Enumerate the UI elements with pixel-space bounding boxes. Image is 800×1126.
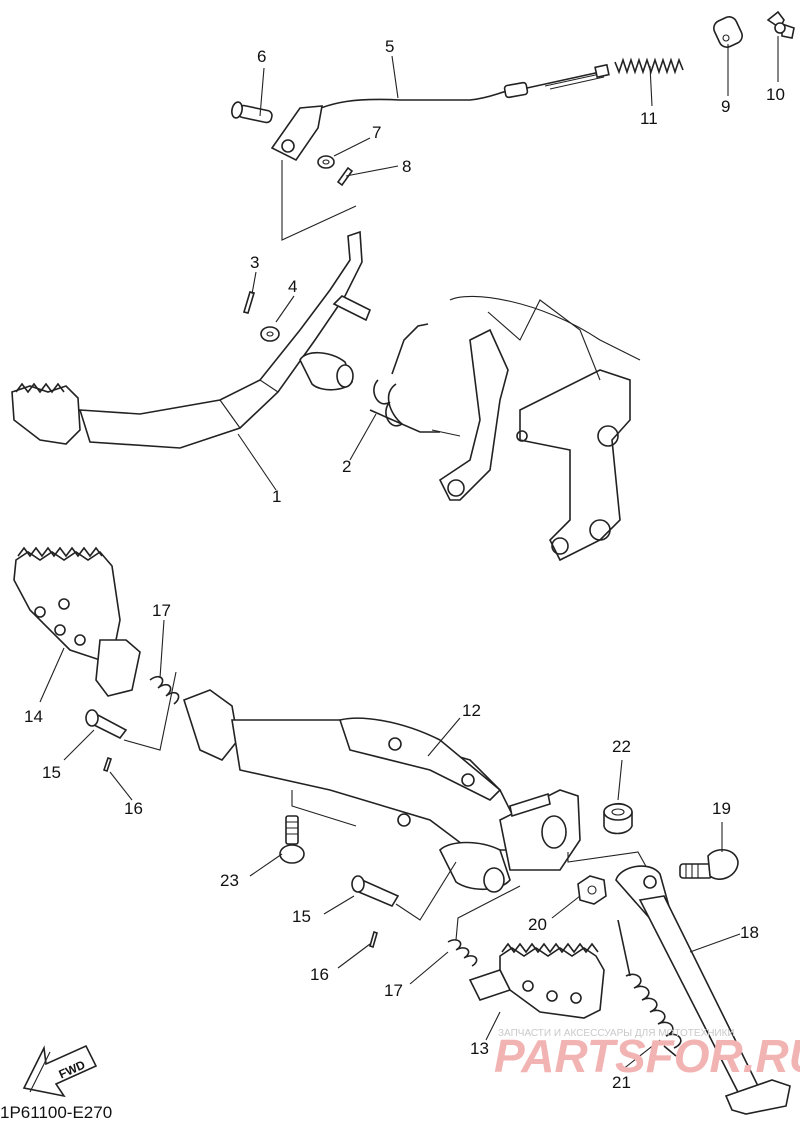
- pedal-washer: [260, 326, 280, 342]
- callout-23: 23: [220, 871, 239, 890]
- footrest-pin-left: [85, 709, 128, 740]
- callout-numbers: 6 5 7 8 9 10 11 3 4 2 1 17 14 15 16 12 2…: [24, 37, 785, 1092]
- watermark-tagline: ЗАПЧАСТИ И АКСЕССУАРЫ ДЛЯ МОТОТЕХНИКИ: [498, 1028, 735, 1039]
- callout-17-left: 17: [152, 601, 171, 620]
- callout-15-left: 15: [42, 763, 61, 782]
- callout-3: 3: [250, 253, 259, 272]
- callout-13: 13: [470, 1039, 489, 1058]
- cotter-pin-small: [242, 291, 256, 314]
- callout-14: 14: [24, 707, 43, 726]
- drawing-code: 1P61100-E270: [0, 1103, 112, 1121]
- fwd-arrow: FWD: [22, 1044, 98, 1098]
- footrest-cotter-right: [369, 930, 378, 949]
- callout-2: 2: [342, 457, 351, 476]
- footrest-spring-right: [447, 939, 478, 967]
- footrest-cotter-left: [102, 756, 113, 773]
- assembly-guide: [281, 160, 357, 241]
- sidestand-bolt: [679, 849, 739, 880]
- cotter-pin: [336, 166, 354, 187]
- callout-5: 5: [385, 37, 394, 56]
- adjusting-pin: [713, 16, 743, 48]
- leader-lines: [39, 36, 779, 1071]
- assembly-guide: [455, 885, 521, 941]
- wing-nut: [766, 10, 795, 39]
- footrest-right: [468, 942, 605, 1019]
- footrest-pin-right: [351, 875, 400, 908]
- callout-1: 1: [272, 487, 281, 506]
- watermark: ЗАПЧАСТИ И АКСЕССУАРЫ ДЛЯ МОТОТЕХНИКИ PA…: [494, 1028, 800, 1082]
- sidestand-spring: [617, 919, 682, 1057]
- brake-cable: [299, 63, 610, 119]
- assembly-guide: [567, 851, 649, 871]
- callout-20: 20: [528, 915, 547, 934]
- callout-17-right: 17: [384, 981, 403, 1000]
- assembly-guide: [291, 790, 357, 827]
- nut: [577, 875, 607, 905]
- assembly-guide: [123, 671, 177, 751]
- footrest-spring-left: [149, 675, 180, 705]
- callout-10: 10: [766, 85, 785, 104]
- assembly-guide: [395, 861, 457, 921]
- callout-12: 12: [462, 701, 481, 720]
- callout-8: 8: [402, 157, 411, 176]
- return-spring: [369, 323, 440, 433]
- callout-9: 9: [721, 97, 730, 116]
- brake-pedal: [11, 230, 372, 449]
- callout-18: 18: [740, 923, 759, 942]
- callout-11: 11: [640, 109, 658, 128]
- clevis-pin: [231, 101, 273, 124]
- footrest-left: [13, 546, 141, 697]
- sidestand: [615, 865, 791, 1115]
- callout-15-right: 15: [292, 907, 311, 926]
- callout-6: 6: [257, 47, 266, 66]
- frame-bracket: [431, 295, 641, 562]
- callout-4: 4: [288, 277, 297, 296]
- callout-16-right: 16: [310, 965, 329, 984]
- footrest-bracket: [183, 689, 581, 893]
- cable-spring: [614, 57, 684, 75]
- flange-bolt: [279, 815, 305, 864]
- callout-7: 7: [372, 123, 381, 142]
- plain-washer: [317, 155, 335, 169]
- callout-22: 22: [612, 737, 631, 756]
- callout-16-left: 16: [124, 799, 143, 818]
- watermark-brand: PARTSFOR.RU: [494, 1030, 800, 1082]
- callout-19: 19: [712, 799, 731, 818]
- brake-rod-clevis: [270, 105, 323, 162]
- collar: [603, 802, 633, 835]
- callout-21: 21: [612, 1073, 631, 1092]
